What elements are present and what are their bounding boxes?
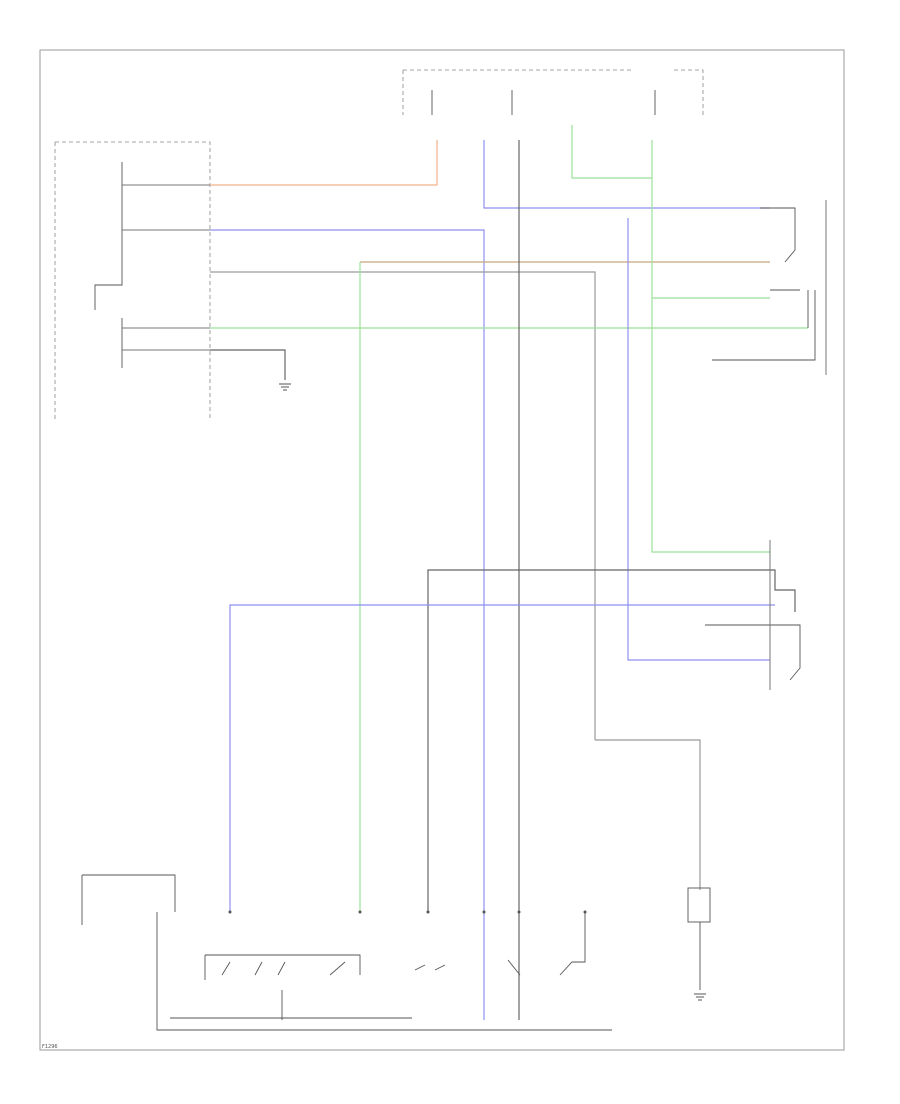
sensor-component <box>687 887 711 923</box>
gray-wire-sensor <box>595 739 701 890</box>
diagram-border <box>39 49 845 1051</box>
connector-pin-icon <box>482 910 486 914</box>
ground-icon <box>279 383 291 391</box>
relay-contact-upper <box>760 207 796 263</box>
green-wire-fuse <box>571 125 652 179</box>
green-wire-lower <box>651 298 770 553</box>
bottom-left-component <box>81 874 176 925</box>
relay-coil-lead <box>712 290 816 361</box>
blue-wire-lower <box>229 604 775 912</box>
control-module-internal <box>94 162 123 310</box>
blue-wire-upper <box>483 140 770 209</box>
blue-wire-right <box>627 218 770 661</box>
relay-contact-lower <box>770 289 809 328</box>
control-module-outline <box>54 141 211 420</box>
connector-pin-icon <box>583 910 587 914</box>
orange-wire-top <box>210 140 438 186</box>
connector-pin-icon <box>358 910 362 914</box>
fuse-box-outline <box>402 69 704 115</box>
switch-contact-icon <box>705 624 801 681</box>
bottom-return-wire <box>156 912 612 1031</box>
switch-contact-icon <box>414 964 446 971</box>
blue-wire-main <box>210 229 485 1020</box>
switch-assembly-frame <box>204 954 361 980</box>
gray-wire-switch <box>427 569 796 612</box>
footer-code: F1296 <box>42 1044 58 1050</box>
green-wire-relay <box>651 140 770 299</box>
gray-wire-center <box>210 271 596 740</box>
connector-pin-icon <box>228 910 232 914</box>
connector-pin-icon <box>426 910 430 914</box>
switch-contact-icon <box>221 961 346 976</box>
black-ground-wire <box>210 349 286 380</box>
ground-icon <box>694 993 706 1001</box>
connector-pin-icon <box>517 910 521 914</box>
switch-contact-icon <box>507 912 586 976</box>
